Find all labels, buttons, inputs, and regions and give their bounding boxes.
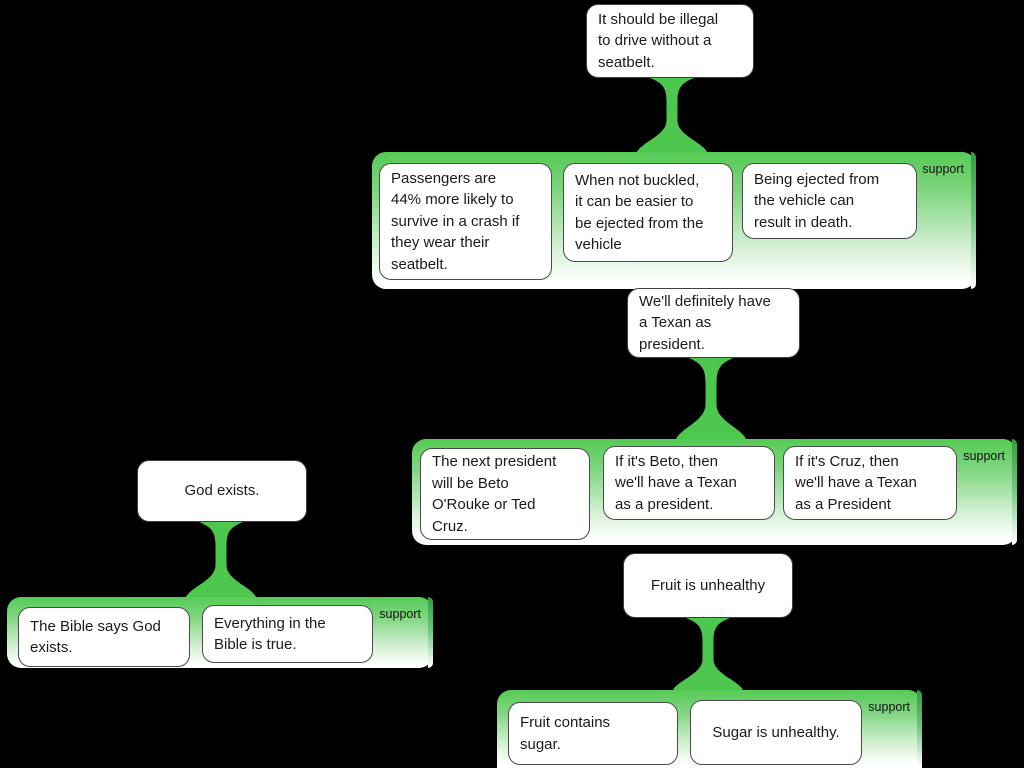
- premise-text: Fruit contains sugar.: [520, 714, 611, 753]
- premise-text: Everything in the Bible is true.: [214, 614, 326, 654]
- support-label: support: [379, 607, 421, 621]
- premise-text: When not buckled, it can be easier to be…: [575, 171, 704, 254]
- support-connector[interactable]: [622, 78, 722, 152]
- premise-text: Sugar is unhealthy.: [712, 723, 840, 741]
- premise-node-beto-or-cruz[interactable]: The next president will be Beto O'Rouke …: [420, 448, 590, 540]
- band-right-edge: [971, 152, 976, 289]
- claim-node-seatbelt[interactable]: It should be illegal to drive without a …: [586, 4, 754, 78]
- claim-node-god-exists[interactable]: God exists.: [137, 460, 307, 522]
- connector-trumpet-shape: [637, 78, 707, 152]
- premise-node-fruit-sugar[interactable]: Fruit contains sugar.: [508, 702, 678, 765]
- claim-text: Fruit is unhealthy: [650, 576, 766, 594]
- premise-node-ejection-death[interactable]: Being ejected from the vehicle can resul…: [742, 163, 917, 239]
- premise-text: If it's Beto, then we'll have a Texan as…: [615, 452, 737, 513]
- band-right-edge: [428, 597, 433, 668]
- claim-node-texan-president[interactable]: We'll definitely have a Texan as preside…: [627, 288, 800, 358]
- premise-text: The Bible says God exists.: [30, 617, 161, 657]
- premise-node-not-buckled-ejected[interactable]: When not buckled, it can be easier to be…: [563, 163, 733, 262]
- claim-text: God exists.: [184, 482, 260, 500]
- premise-node-if-cruz[interactable]: If it's Cruz, then we'll have a Texan as…: [783, 446, 957, 520]
- premise-node-passengers-survive[interactable]: Passengers are 44% more likely to surviv…: [379, 163, 552, 280]
- premise-text: If it's Cruz, then we'll have a Texan as…: [795, 452, 917, 513]
- support-label: support: [963, 449, 1005, 463]
- support-connector[interactable]: [658, 618, 758, 690]
- connector-trumpet-shape: [673, 618, 743, 690]
- band-right-edge: [917, 690, 922, 768]
- premise-node-bible-says[interactable]: The Bible says God exists.: [18, 607, 190, 667]
- premise-text: The next president will be Beto O'Rouke …: [432, 453, 557, 535]
- band-right-edge: [1012, 439, 1017, 545]
- support-connector[interactable]: [661, 358, 761, 439]
- premise-node-if-beto[interactable]: If it's Beto, then we'll have a Texan as…: [603, 446, 775, 520]
- claim-text: We'll definitely have a Texan as preside…: [639, 292, 771, 353]
- premise-node-sugar-unhealthy[interactable]: Sugar is unhealthy.: [690, 700, 862, 765]
- claim-text: It should be illegal to drive without a …: [598, 10, 719, 71]
- support-label: support: [868, 700, 910, 714]
- premise-text: Being ejected from the vehicle can resul…: [754, 170, 880, 231]
- connector-trumpet-shape: [676, 358, 746, 439]
- premise-node-bible-true[interactable]: Everything in the Bible is true.: [202, 605, 373, 663]
- claim-node-fruit-unhealthy[interactable]: Fruit is unhealthy: [623, 553, 793, 618]
- support-connector[interactable]: [171, 522, 271, 597]
- premise-text: Passengers are 44% more likely to surviv…: [391, 169, 520, 273]
- support-label: support: [922, 162, 964, 176]
- connector-trumpet-shape: [186, 522, 256, 597]
